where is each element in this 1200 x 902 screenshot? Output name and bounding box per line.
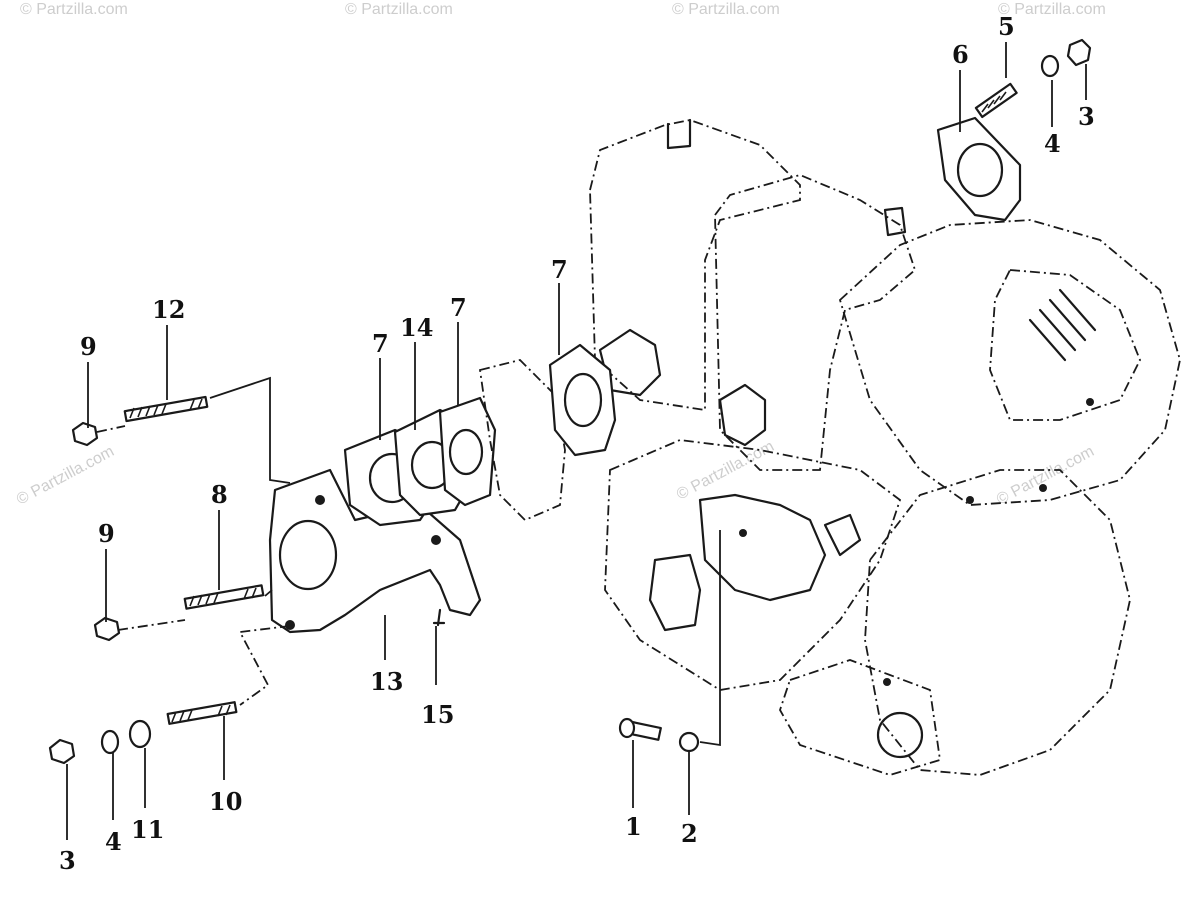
callout-6: 6 (952, 40, 969, 69)
callout-11: 11 (131, 815, 164, 844)
watermark-top-right-1: © Partzilla.com (672, 1, 780, 18)
callout-7-right: 7 (450, 293, 467, 322)
assembly-lines (96, 376, 291, 706)
callout-3-bottom: 3 (59, 846, 76, 875)
callout-9-upper: 9 (80, 332, 97, 361)
watermark-top-left: © Partzilla.com (20, 1, 128, 18)
callout-12: 12 (152, 295, 185, 324)
callout-2: 2 (681, 819, 698, 848)
exhaust-gaskets (478, 116, 1022, 522)
callout-7-left: 7 (372, 329, 389, 358)
callout-10: 10 (209, 787, 242, 816)
callout-5: 5 (998, 12, 1015, 41)
engine-block (589, 118, 1181, 776)
watermark-top-middle: © Partzilla.com (345, 1, 453, 18)
callout-7-engine: 7 (551, 255, 568, 284)
callout-15: 15 (421, 700, 454, 729)
exhaust-manifold (268, 396, 497, 634)
callout-1: 1 (625, 812, 642, 841)
callout-leaders (66, 42, 1087, 840)
callout-4-bottom: 4 (105, 827, 122, 856)
watermark-left: © Partzilla.com (14, 443, 117, 509)
callout-3-top: 3 (1078, 102, 1095, 131)
fasteners (48, 38, 1092, 765)
callout-9-lower: 9 (98, 519, 115, 548)
callout-numbers: 5 6 4 3 7 7 14 7 12 9 8 9 13 15 10 11 4 … (59, 12, 1095, 875)
callout-14: 14 (400, 313, 433, 342)
watermark-top-right-2: © Partzilla.com (998, 1, 1106, 18)
callout-4-top: 4 (1044, 129, 1061, 158)
watermark-right: © Partzilla.com (994, 443, 1097, 509)
callout-8: 8 (211, 480, 228, 509)
callout-13: 13 (370, 667, 403, 696)
